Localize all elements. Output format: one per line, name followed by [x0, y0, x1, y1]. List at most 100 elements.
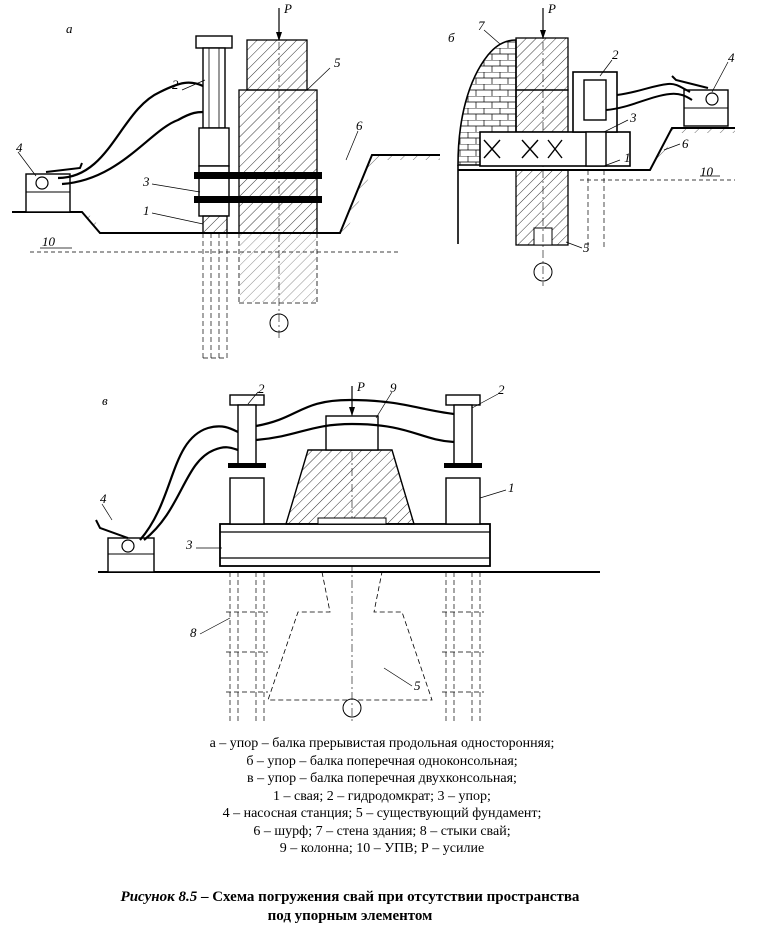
pump-wheel-a [35, 176, 49, 190]
hose-v2 [143, 446, 239, 541]
hose-b1 [616, 82, 691, 96]
label-b-6: 6 [682, 136, 689, 151]
force-arrowhead-v [349, 407, 355, 416]
jack-cylinder-a [202, 47, 226, 129]
leader-a-2 [181, 79, 206, 91]
stop-band-a1 [194, 172, 322, 179]
force-arrowhead-a [276, 32, 282, 41]
foundation-body-v [285, 449, 415, 525]
jack-cap-v-right [445, 394, 481, 406]
caption-line1: – Схема погружения свай при отсутствии п… [197, 889, 580, 905]
jack-cap-a [195, 35, 233, 49]
pile-below-a [202, 233, 228, 359]
pump-body-a [25, 173, 71, 213]
label-a-2: 2 [172, 77, 179, 92]
leader-b-4 [711, 61, 729, 93]
hose-v3 [255, 398, 455, 428]
force-label-v: P [356, 379, 365, 394]
jack-band-v-right [444, 463, 482, 468]
foundation-below-v [267, 571, 433, 701]
leader-v-8 [199, 617, 231, 635]
foundation-plinth-v [317, 517, 387, 525]
legend-line-5: 4 – насосная станция; 5 – существующий ф… [222, 806, 542, 821]
hose-v1 [139, 425, 239, 541]
legend-line-7: 9 – колонна; 10 – УПВ; Р – усилие [279, 841, 485, 856]
pump-handle-b [671, 75, 709, 89]
panel-v: в P [95, 379, 600, 722]
jack-cap-v-left [229, 394, 265, 406]
column-v [325, 415, 379, 451]
panel-b-letter: б [448, 30, 455, 45]
caption-line2: под упорным элементом [267, 908, 433, 924]
leader-b-3 [603, 119, 629, 133]
leader-b-1 [603, 159, 621, 167]
legend-line-a: а – упор – балка прерывистая продольная … [209, 736, 555, 751]
foundation-top-b [515, 37, 569, 91]
pile-head-a [202, 215, 228, 234]
label-v-9: 9 [390, 380, 397, 395]
jack-body-v-left [229, 477, 265, 525]
hose-a2 [61, 110, 204, 186]
cross-beam-v [219, 523, 491, 567]
label-a-10: 10 [42, 234, 56, 249]
panel-a: а P [12, 1, 440, 359]
label-a-1: 1 [143, 203, 150, 218]
jack-cylinder-b [583, 79, 607, 121]
legend-line-b: б – упор – балка поперечная одноконсольн… [246, 753, 518, 769]
hose-a1 [57, 81, 204, 180]
label-v-3: 3 [185, 537, 193, 552]
label-a-4: 4 [16, 140, 23, 155]
legend-line-v: в – упор – балка поперечная двухконсольн… [247, 771, 517, 786]
jack-rod-v-left [237, 404, 257, 468]
legend-line-6: 6 – шурф; 7 – стена здания; 8 – стыки св… [253, 823, 511, 839]
jack-base-a [198, 127, 230, 167]
leader-v-5 [383, 667, 413, 687]
label-v-2-right: 2 [498, 382, 505, 397]
label-b-7: 7 [478, 18, 485, 33]
leader-v-4 [101, 503, 113, 521]
label-v-8: 8 [190, 625, 197, 640]
label-b-5: 5 [583, 240, 590, 255]
leader-v-2-left [247, 391, 259, 405]
pile-jacking-diagram: а P [12, 1, 735, 722]
label-v-2-left: 2 [258, 381, 265, 396]
beam-block-b3 [547, 139, 563, 159]
beam-block-b1 [483, 139, 501, 159]
pump-wheel-b [705, 92, 719, 106]
foundation-body-a [238, 89, 318, 234]
pump-wheel-v [121, 539, 135, 553]
ground-hatch-a-left [82, 211, 100, 233]
foundation-below-a [238, 233, 318, 304]
foundation-mid-b [515, 89, 569, 133]
panel-b: б P [448, 1, 735, 286]
label-b-1: 1 [624, 150, 631, 165]
label-a-5: 5 [334, 55, 341, 70]
leader-v-1 [479, 489, 507, 499]
beam-block-b2 [521, 139, 539, 159]
jack-body-v-right [445, 477, 481, 525]
leader-v-2-right [471, 393, 499, 409]
panel-a-letter: а [66, 21, 73, 36]
label-b-2: 2 [612, 47, 619, 62]
stop-band-a2 [194, 196, 322, 203]
force-label-a: P [283, 1, 292, 16]
hose-v4 [255, 422, 455, 444]
leader-a-3 [151, 183, 201, 193]
leader-a-5 [306, 67, 331, 91]
pit-slope-hatch-a [340, 155, 440, 233]
leader-v-9 [375, 391, 393, 419]
legend-line-4: 1 – свая; 2 – гидродомкрат; 3 – упор; [273, 788, 491, 804]
leader-a-6 [345, 130, 359, 161]
pile-joints-v [226, 611, 484, 693]
leader-b-6 [663, 143, 681, 151]
figure-legend: а – упор – балка прерывистая продольная … [0, 735, 764, 858]
label-a-3: 3 [142, 174, 150, 189]
label-b-3: 3 [629, 110, 637, 125]
pile-right-v [445, 572, 481, 722]
leader-b-5 [565, 241, 583, 249]
jack-base-b [585, 131, 607, 167]
jack-band-v-left [228, 463, 266, 468]
force-label-b: P [547, 1, 556, 16]
label-v-4: 4 [100, 491, 107, 506]
pile-left-v [229, 572, 265, 722]
